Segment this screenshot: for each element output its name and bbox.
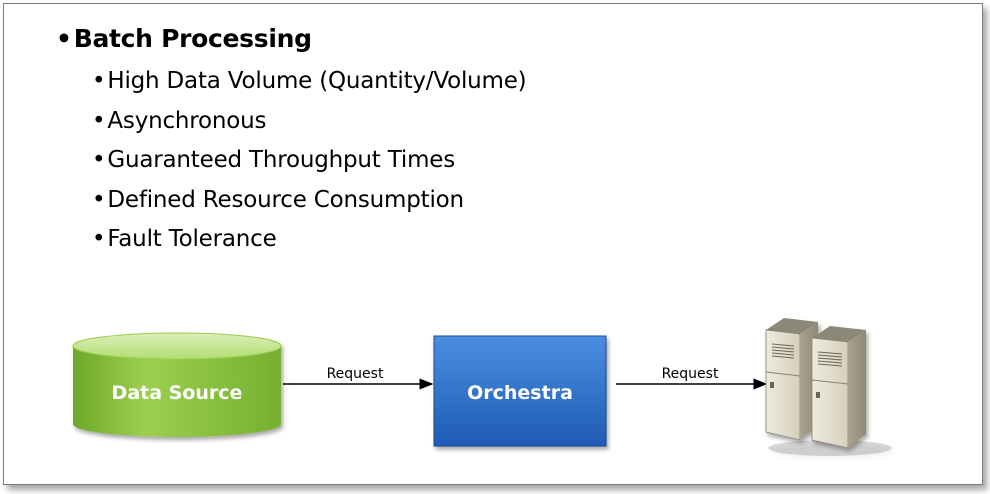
slide-heading: •Batch Processing xyxy=(56,24,312,53)
bullet-dot: • xyxy=(92,147,106,173)
data-source-label: Data Source xyxy=(112,382,243,404)
bullet-item: •Defined Resource Consumption xyxy=(92,183,526,223)
bullet-dot: • xyxy=(92,107,106,134)
bullet-item: •Asynchronous xyxy=(92,104,526,144)
bullet-list: •High Data Volume (Quantity/Volume) •Asy… xyxy=(92,64,527,262)
bullet-text: Fault Tolerance xyxy=(107,226,277,252)
bullet-dot: • xyxy=(92,226,106,252)
bullet-item: •Fault Tolerance xyxy=(92,222,526,262)
bullet-dot: • xyxy=(92,68,106,94)
bullet-item: •Guaranteed Throughput Times xyxy=(92,143,526,183)
request-label-2: Request xyxy=(662,366,719,382)
bullet-dot: • xyxy=(92,186,106,213)
server-rack-icon xyxy=(765,318,892,456)
orchestra-node xyxy=(433,335,607,447)
bullet-item: •High Data Volume (Quantity/Volume) xyxy=(92,64,527,104)
data-source-node xyxy=(72,332,282,437)
bullet-text: Asynchronous xyxy=(107,107,267,134)
bullet-text: High Data Volume (Quantity/Volume) xyxy=(107,68,527,94)
orchestra-label: Orchestra xyxy=(467,382,573,404)
heading-bullet: • xyxy=(56,24,72,53)
bullet-text: Defined Resource Consumption xyxy=(107,186,464,213)
bullet-text: Guaranteed Throughput Times xyxy=(107,147,456,173)
request-label-1: Request xyxy=(327,366,384,382)
heading-text: Batch Processing xyxy=(73,24,312,53)
